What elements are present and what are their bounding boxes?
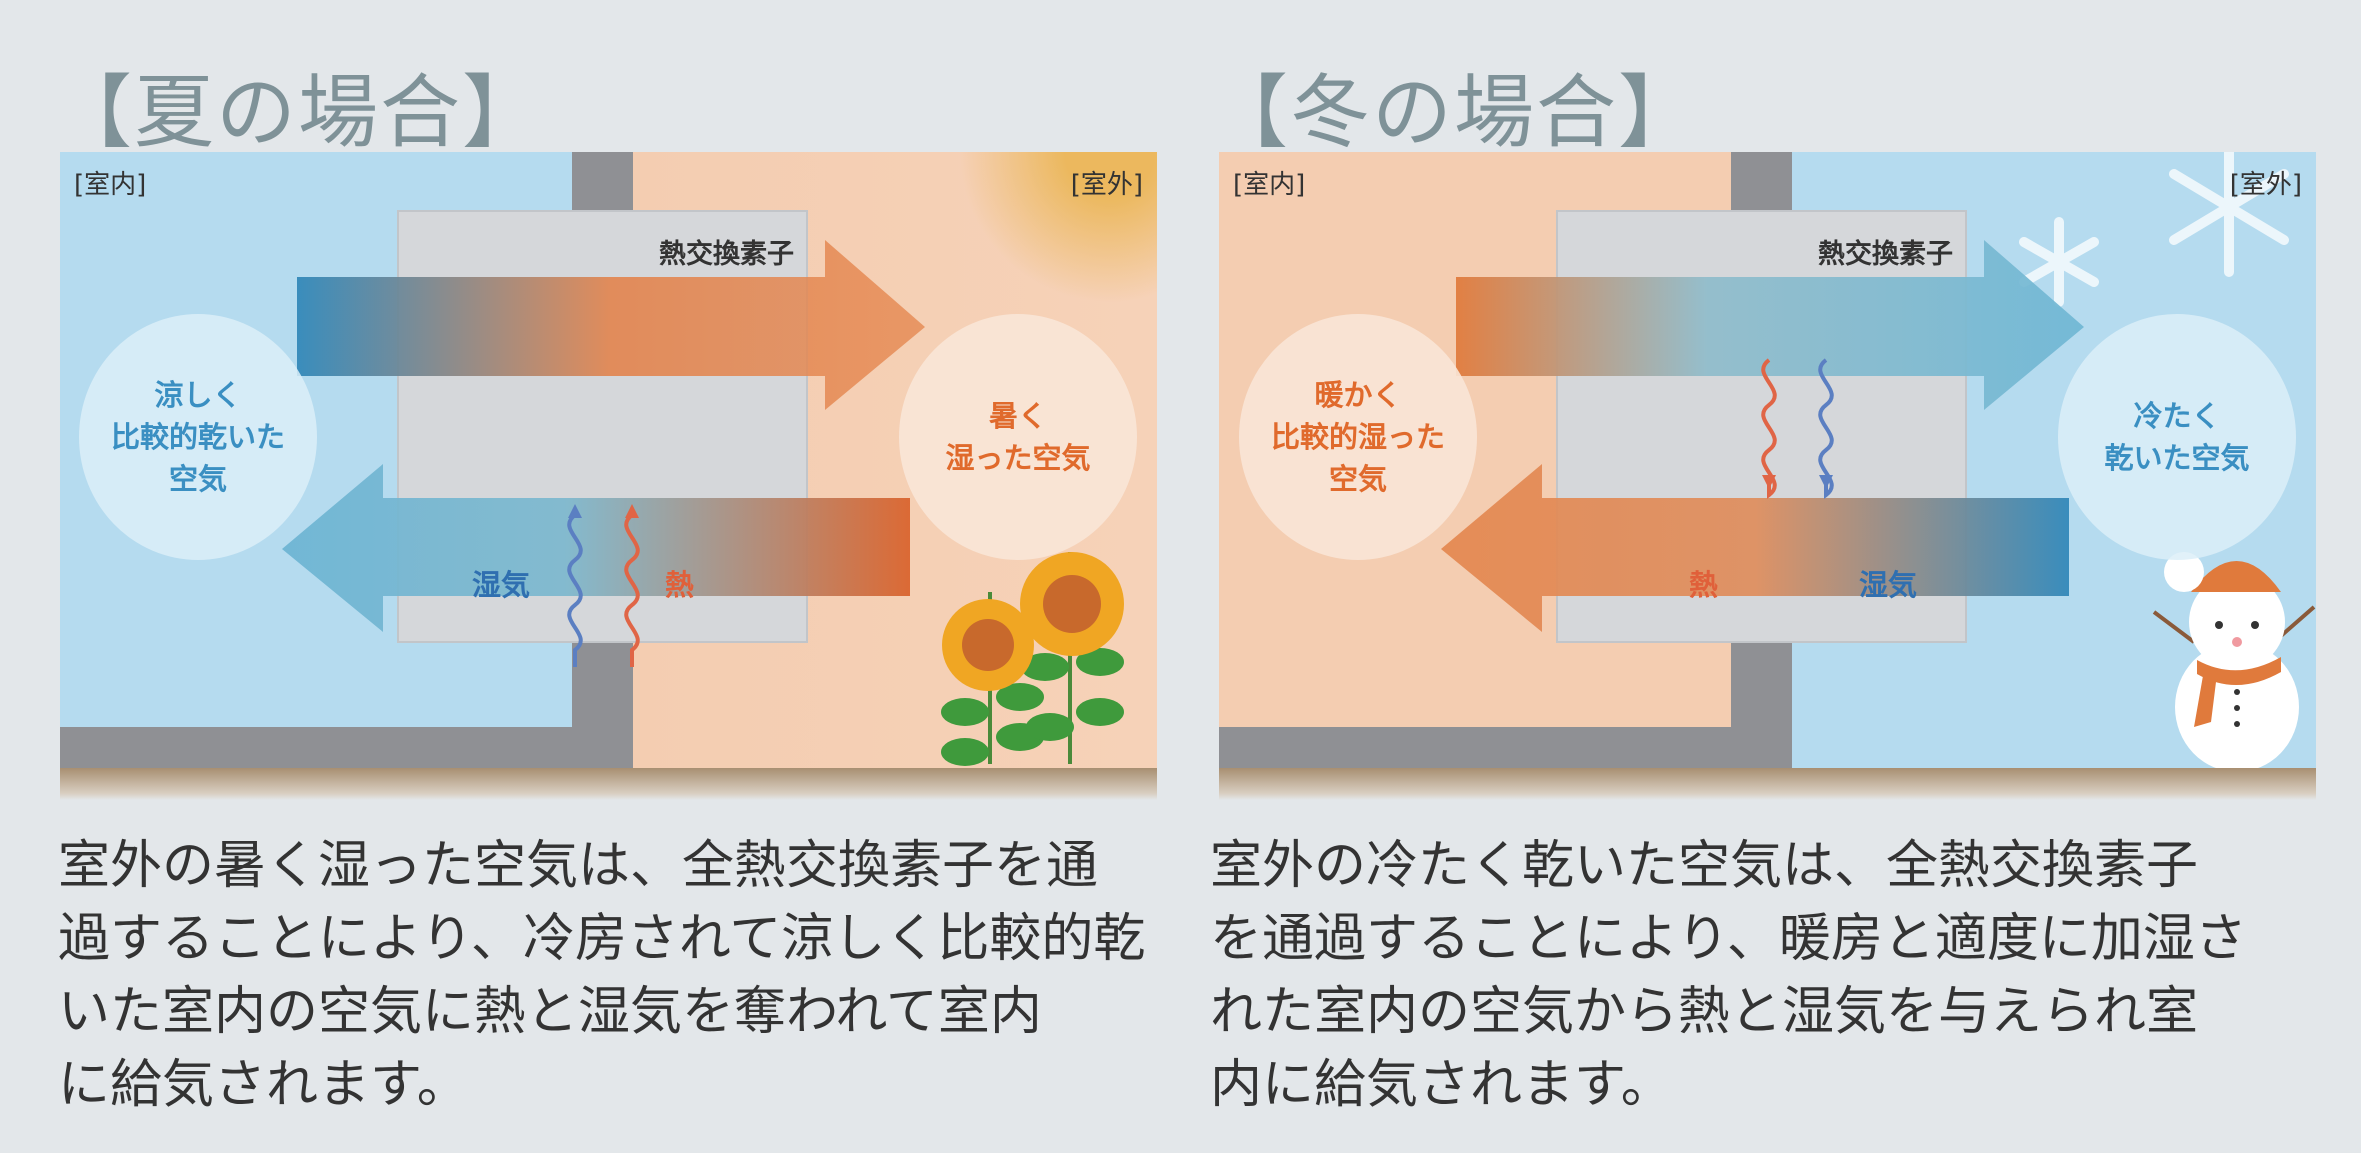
sun-icon — [960, 152, 1157, 302]
circle-line: 空気 — [168, 462, 227, 496]
description-line: に給気されます。 — [58, 1055, 469, 1115]
winter-diagram: [室内] [室外] 熱交換素子 暖かく 比較的湿った 空気 — [1219, 152, 2316, 800]
circle-line: 暑く — [988, 399, 1047, 433]
circle-line: 湿った空気 — [945, 441, 1091, 475]
outdoor-air-circle: 冷たく 乾いた空気 — [2058, 314, 2296, 560]
supply-air-arrow — [1441, 240, 2316, 772]
heat-label: 熱 — [665, 568, 695, 602]
description-line: れた室内の空気から熱と湿気を与えられ室 — [1210, 982, 2199, 1042]
circle-line: 涼しく — [154, 378, 242, 412]
element-label: 熱交換素子 — [659, 239, 794, 270]
sunflower-icon — [941, 552, 1124, 766]
summer-diagram: [室内] [室外] 熱交換素子 涼しく 比較的乾いた 空気 暑く 湿った空気 — [60, 152, 1157, 800]
description-line: 内に給気されます。 — [1210, 1055, 1673, 1115]
moisture-wave-arrow — [1818, 358, 1834, 500]
ground — [1219, 768, 2316, 800]
indoor-label: [室内] — [74, 170, 147, 200]
indoor-label: [室内] — [1233, 170, 1306, 200]
heat-wave-arrow — [1761, 358, 1777, 500]
circle-line: 比較的湿った — [1270, 420, 1445, 454]
exhaust-air-arrow — [282, 464, 910, 632]
indoor-air-circle: 暖かく 比較的湿った 空気 — [1239, 314, 1477, 560]
moisture-wave-arrow — [567, 513, 583, 667]
snowflake-icon — [2019, 152, 2289, 307]
snowman-icon — [2152, 552, 2316, 772]
circle-line: 暖かく — [1314, 378, 1402, 412]
circle-line: 乾いた空気 — [2104, 441, 2250, 475]
summer-description: 室外の暑く湿った空気は、全熱交換素子を通 過することにより、冷房されて涼しく比較… — [58, 830, 1145, 1122]
circle-line: 冷たく — [2133, 399, 2221, 433]
indoor-air-circle: 涼しく 比較的乾いた 空気 — [79, 314, 317, 560]
description-line: 過することにより、冷房されて涼しく比較的乾 — [58, 909, 1146, 969]
outdoor-label: [室外] — [1070, 170, 1143, 200]
description-line: いた室内の空気に熱と湿気を奪われて室内 — [58, 982, 1042, 1042]
summer-title: 【夏の場合】 — [52, 66, 544, 159]
exhaust-air-arrow — [1441, 464, 2069, 632]
heat-label: 熱 — [1689, 568, 1719, 602]
supply-air-arrow — [282, 240, 1124, 766]
moisture-label: 湿気 — [472, 568, 531, 602]
element-label: 熱交換素子 — [1818, 239, 1953, 270]
winter-title: 【冬の場合】 — [1208, 66, 1700, 159]
circle-line: 比較的乾いた — [110, 420, 285, 454]
circle-line: 空気 — [1328, 462, 1387, 496]
outdoor-label: [室外] — [2229, 170, 2302, 200]
heat-wave-arrow — [624, 513, 640, 667]
wall-floor — [60, 727, 633, 768]
outdoor-air-circle: 暑く 湿った空気 — [899, 314, 1137, 560]
wall-floor — [1219, 727, 1792, 768]
description-line: 室外の暑く湿った空気は、全熱交換素子を通 — [58, 836, 1099, 896]
moisture-label: 湿気 — [1859, 568, 1918, 602]
description-line: 室外の冷たく乾いた空気は、全熱交換素子 — [1210, 836, 2199, 896]
description-line: を通過することにより、暖房と適度に加湿さ — [1210, 909, 2247, 969]
ground — [60, 768, 1157, 800]
winter-description: 室外の冷たく乾いた空気は、全熱交換素子 を通過することにより、暖房と適度に加湿さ… — [1210, 830, 2247, 1122]
